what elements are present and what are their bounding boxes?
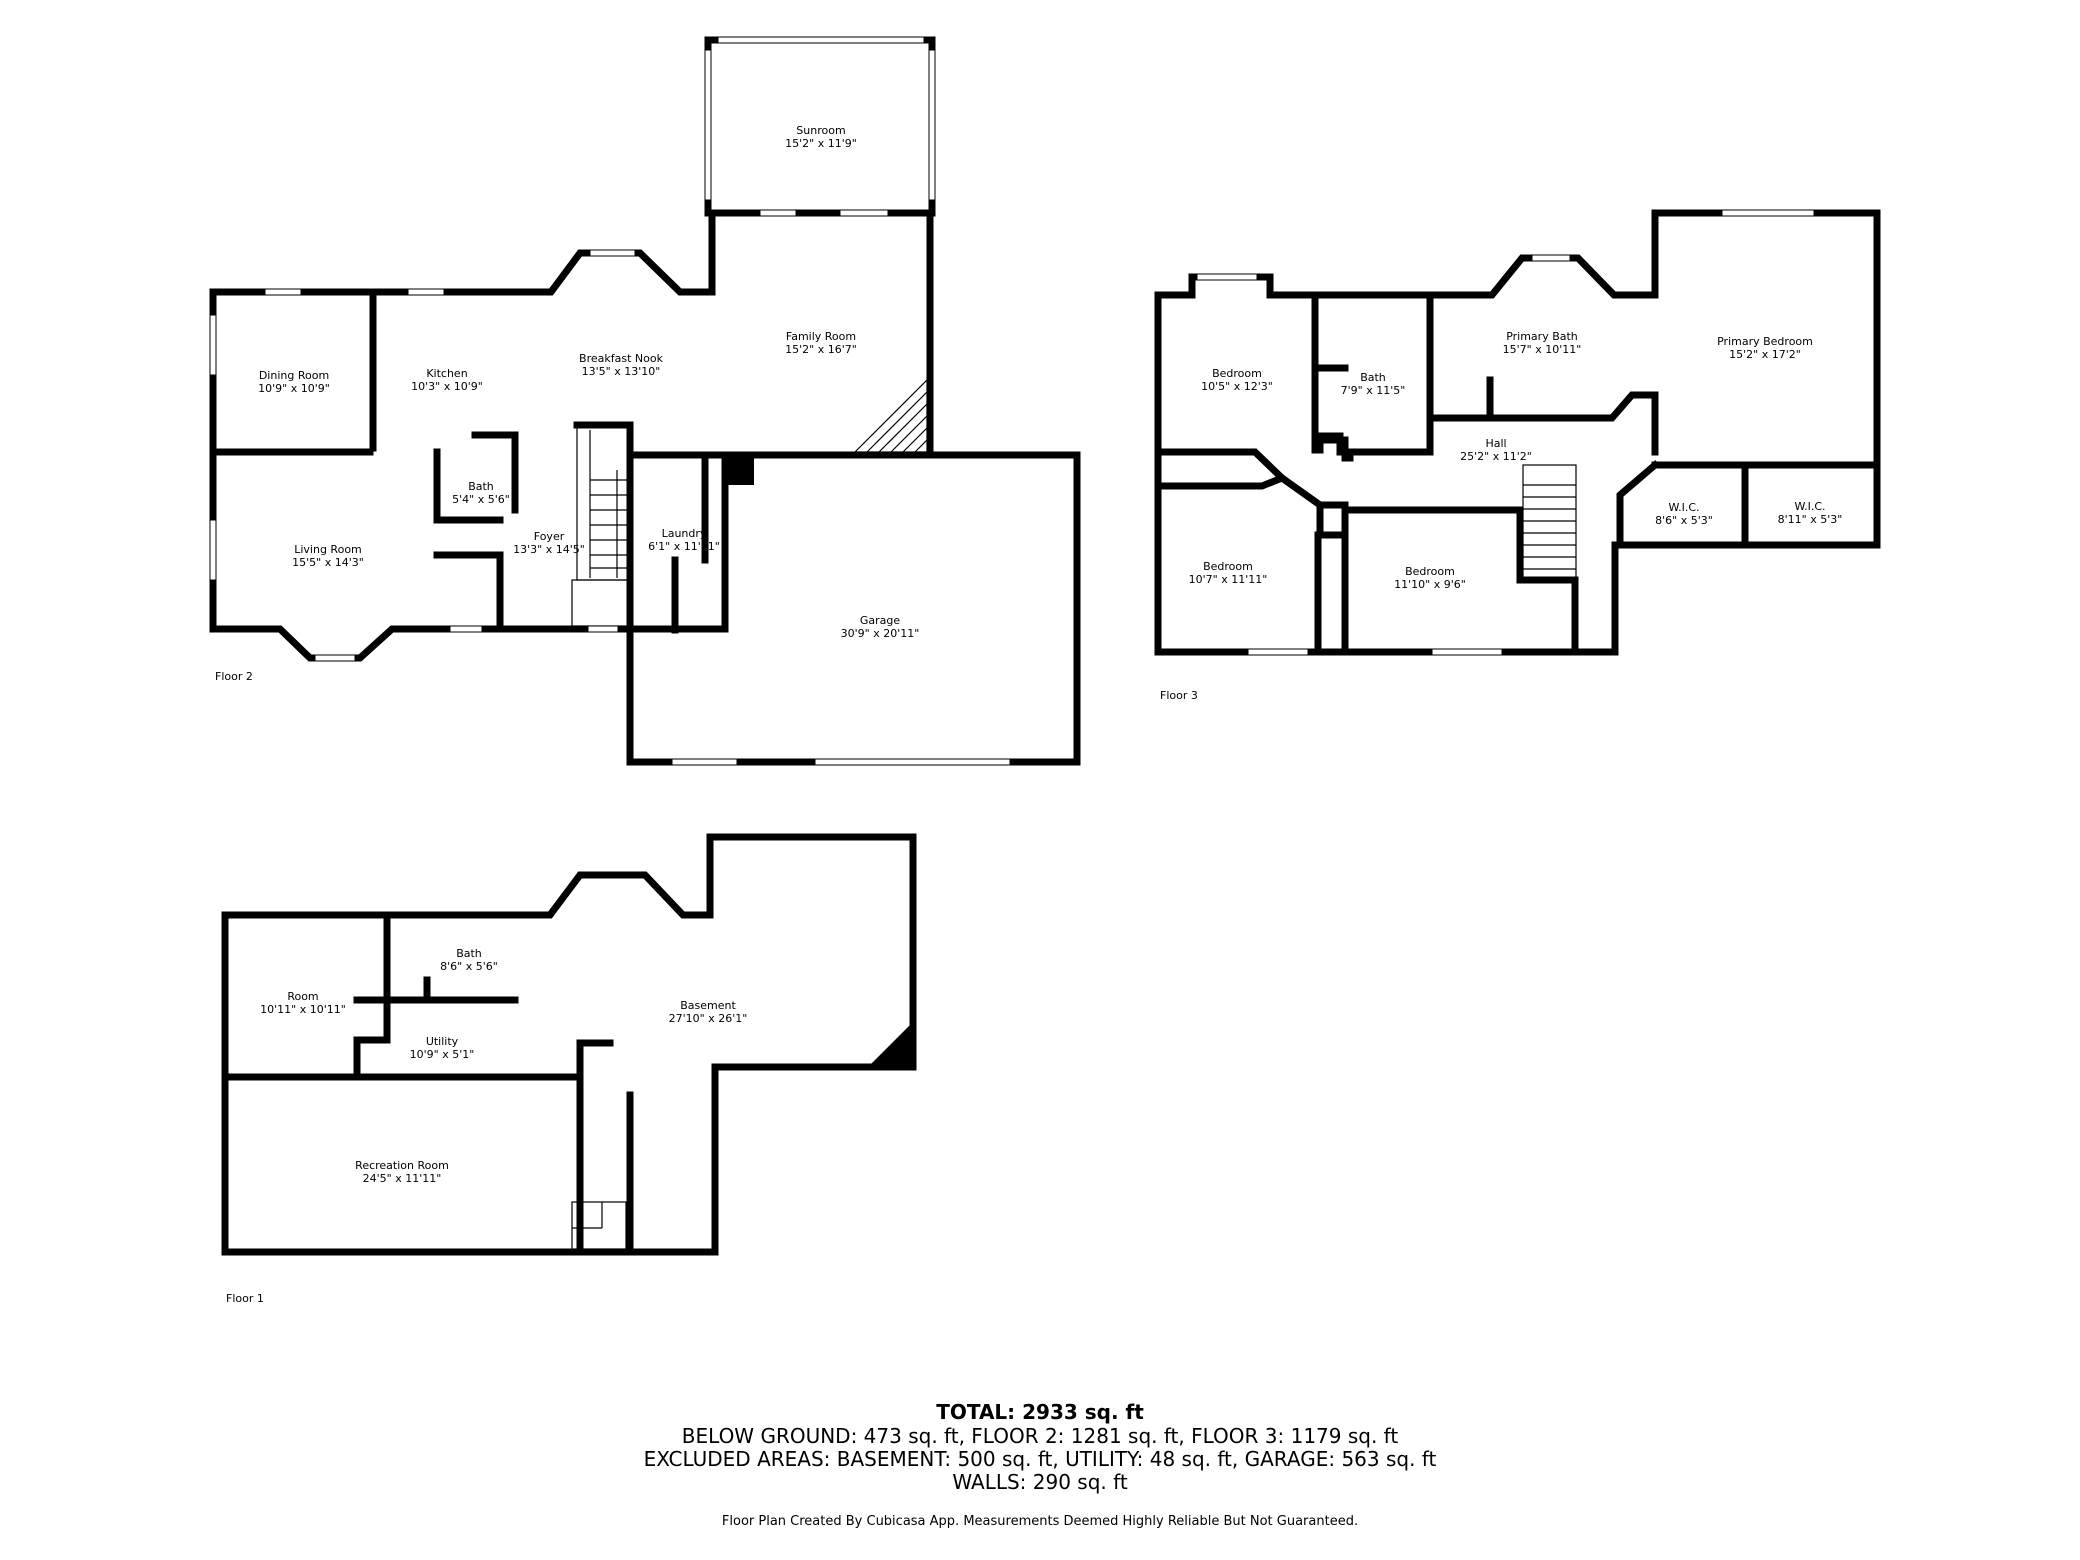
floor-1-plan: Floor 1 Room 10'11" x 10'11" Bath 8'6" x… xyxy=(221,833,917,1305)
room-dim-wic-a: 8'6" x 5'3" xyxy=(1655,514,1713,527)
floor-3-label: Floor 3 xyxy=(1160,689,1198,702)
room-dim-wic-b: 8'11" x 5'3" xyxy=(1778,513,1843,526)
room-name-bath-f2: Bath xyxy=(468,480,494,493)
room-dim-bath-f3: 7'9" x 11'5" xyxy=(1341,384,1406,397)
room-name-recreation-room: Recreation Room xyxy=(355,1159,449,1172)
room-name-kitchen: Kitchen xyxy=(426,367,467,380)
floor-1-label: Floor 1 xyxy=(226,1292,264,1305)
room-dim-garage: 30'9" x 20'11" xyxy=(841,627,920,640)
room-name-primary-bath: Primary Bath xyxy=(1506,330,1578,343)
room-name-bedroom-b: Bedroom xyxy=(1203,560,1253,573)
room-name-living-room: Living Room xyxy=(294,543,362,556)
room-dim-room: 10'11" x 10'11" xyxy=(260,1003,346,1016)
room-dim-bath-f2: 5'4" x 5'6" xyxy=(452,493,510,506)
room-dim-primary-bath: 15'7" x 10'11" xyxy=(1503,343,1582,356)
room-name-family-room: Family Room xyxy=(786,330,856,343)
room-name-bedroom-a: Bedroom xyxy=(1212,367,1262,380)
walls-area: WALLS: 290 sq. ft xyxy=(952,1470,1128,1494)
room-name-primary-bedroom: Primary Bedroom xyxy=(1717,335,1813,348)
room-dim-family-room: 15'2" x 16'7" xyxy=(785,343,857,356)
room-name-room: Room xyxy=(287,990,318,1003)
sunroom-walls xyxy=(704,36,936,217)
room-dim-breakfast-nook: 13'5" x 13'10" xyxy=(582,365,661,378)
disclaimer: Floor Plan Created By Cubicasa App. Meas… xyxy=(721,1514,1359,1529)
room-name-wic-a: W.I.C. xyxy=(1668,501,1699,514)
room-name-breakfast-nook: Breakfast Nook xyxy=(579,352,664,365)
room-name-bath-f3: Bath xyxy=(1360,371,1386,384)
room-name-bedroom-c: Bedroom xyxy=(1405,565,1455,578)
garage-walls xyxy=(626,451,1081,766)
floor-2-plan: Floor 2 Dining Room 10'9" x 10'9" Kitche… xyxy=(209,36,1081,766)
area-breakdown: BELOW GROUND: 473 sq. ft, FLOOR 2: 1281 … xyxy=(681,1424,1399,1448)
room-dim-utility: 10'9" x 5'1" xyxy=(410,1048,475,1061)
floor-3-stairs xyxy=(1522,464,1577,581)
room-name-hall: Hall xyxy=(1485,437,1506,450)
room-dim-bath-f1: 8'6" x 5'6" xyxy=(440,960,498,973)
excluded-areas: EXCLUDED AREAS: BASEMENT: 500 sq. ft, UT… xyxy=(643,1447,1437,1471)
room-name-basement: Basement xyxy=(680,999,736,1012)
floor-3-outer-wall xyxy=(1154,209,1881,656)
room-dim-sunroom: 15'2" x 11'9" xyxy=(785,137,857,150)
room-dim-bedroom-b: 10'7" x 11'11" xyxy=(1189,573,1268,586)
floor-1-outer-wall xyxy=(221,833,917,1256)
fireplace xyxy=(853,378,928,453)
floor-2-stairs xyxy=(571,424,631,627)
room-dim-laundry: 6'1" x 11'11" xyxy=(648,540,720,553)
room-name-laundry: Laundry xyxy=(662,527,707,540)
room-name-utility: Utility xyxy=(426,1035,459,1048)
room-name-wic-b: W.I.C. xyxy=(1794,500,1825,513)
room-dim-basement: 27'10" x 26'1" xyxy=(669,1012,748,1025)
floor-2-label: Floor 2 xyxy=(215,670,253,683)
room-dim-living-room: 15'5" x 14'3" xyxy=(292,556,364,569)
room-dim-dining: 10'9" x 10'9" xyxy=(258,382,330,395)
room-name-foyer: Foyer xyxy=(534,530,565,543)
room-name-sunroom: Sunroom xyxy=(796,124,845,137)
room-dim-primary-bedroom: 15'2" x 17'2" xyxy=(1729,348,1801,361)
room-name-dining: Dining Room xyxy=(259,369,329,382)
room-dim-kitchen: 10'3" x 10'9" xyxy=(411,380,483,393)
room-name-garage: Garage xyxy=(860,614,901,627)
floor-3-plan: Floor 3 Bedroom 10'5" x 12'3" Bath 7'9" … xyxy=(1154,209,1881,702)
room-name-bath-f1: Bath xyxy=(456,947,482,960)
room-dim-recreation-room: 24'5" x 11'11" xyxy=(363,1172,442,1185)
room-dim-hall: 25'2" x 11'2" xyxy=(1460,450,1532,463)
room-dim-bedroom-a: 10'5" x 12'3" xyxy=(1201,380,1273,393)
room-dim-bedroom-c: 11'10" x 9'6" xyxy=(1394,578,1466,591)
total-area: TOTAL: 2933 sq. ft xyxy=(936,1400,1144,1424)
room-dim-foyer: 13'3" x 14'5" xyxy=(513,543,585,556)
